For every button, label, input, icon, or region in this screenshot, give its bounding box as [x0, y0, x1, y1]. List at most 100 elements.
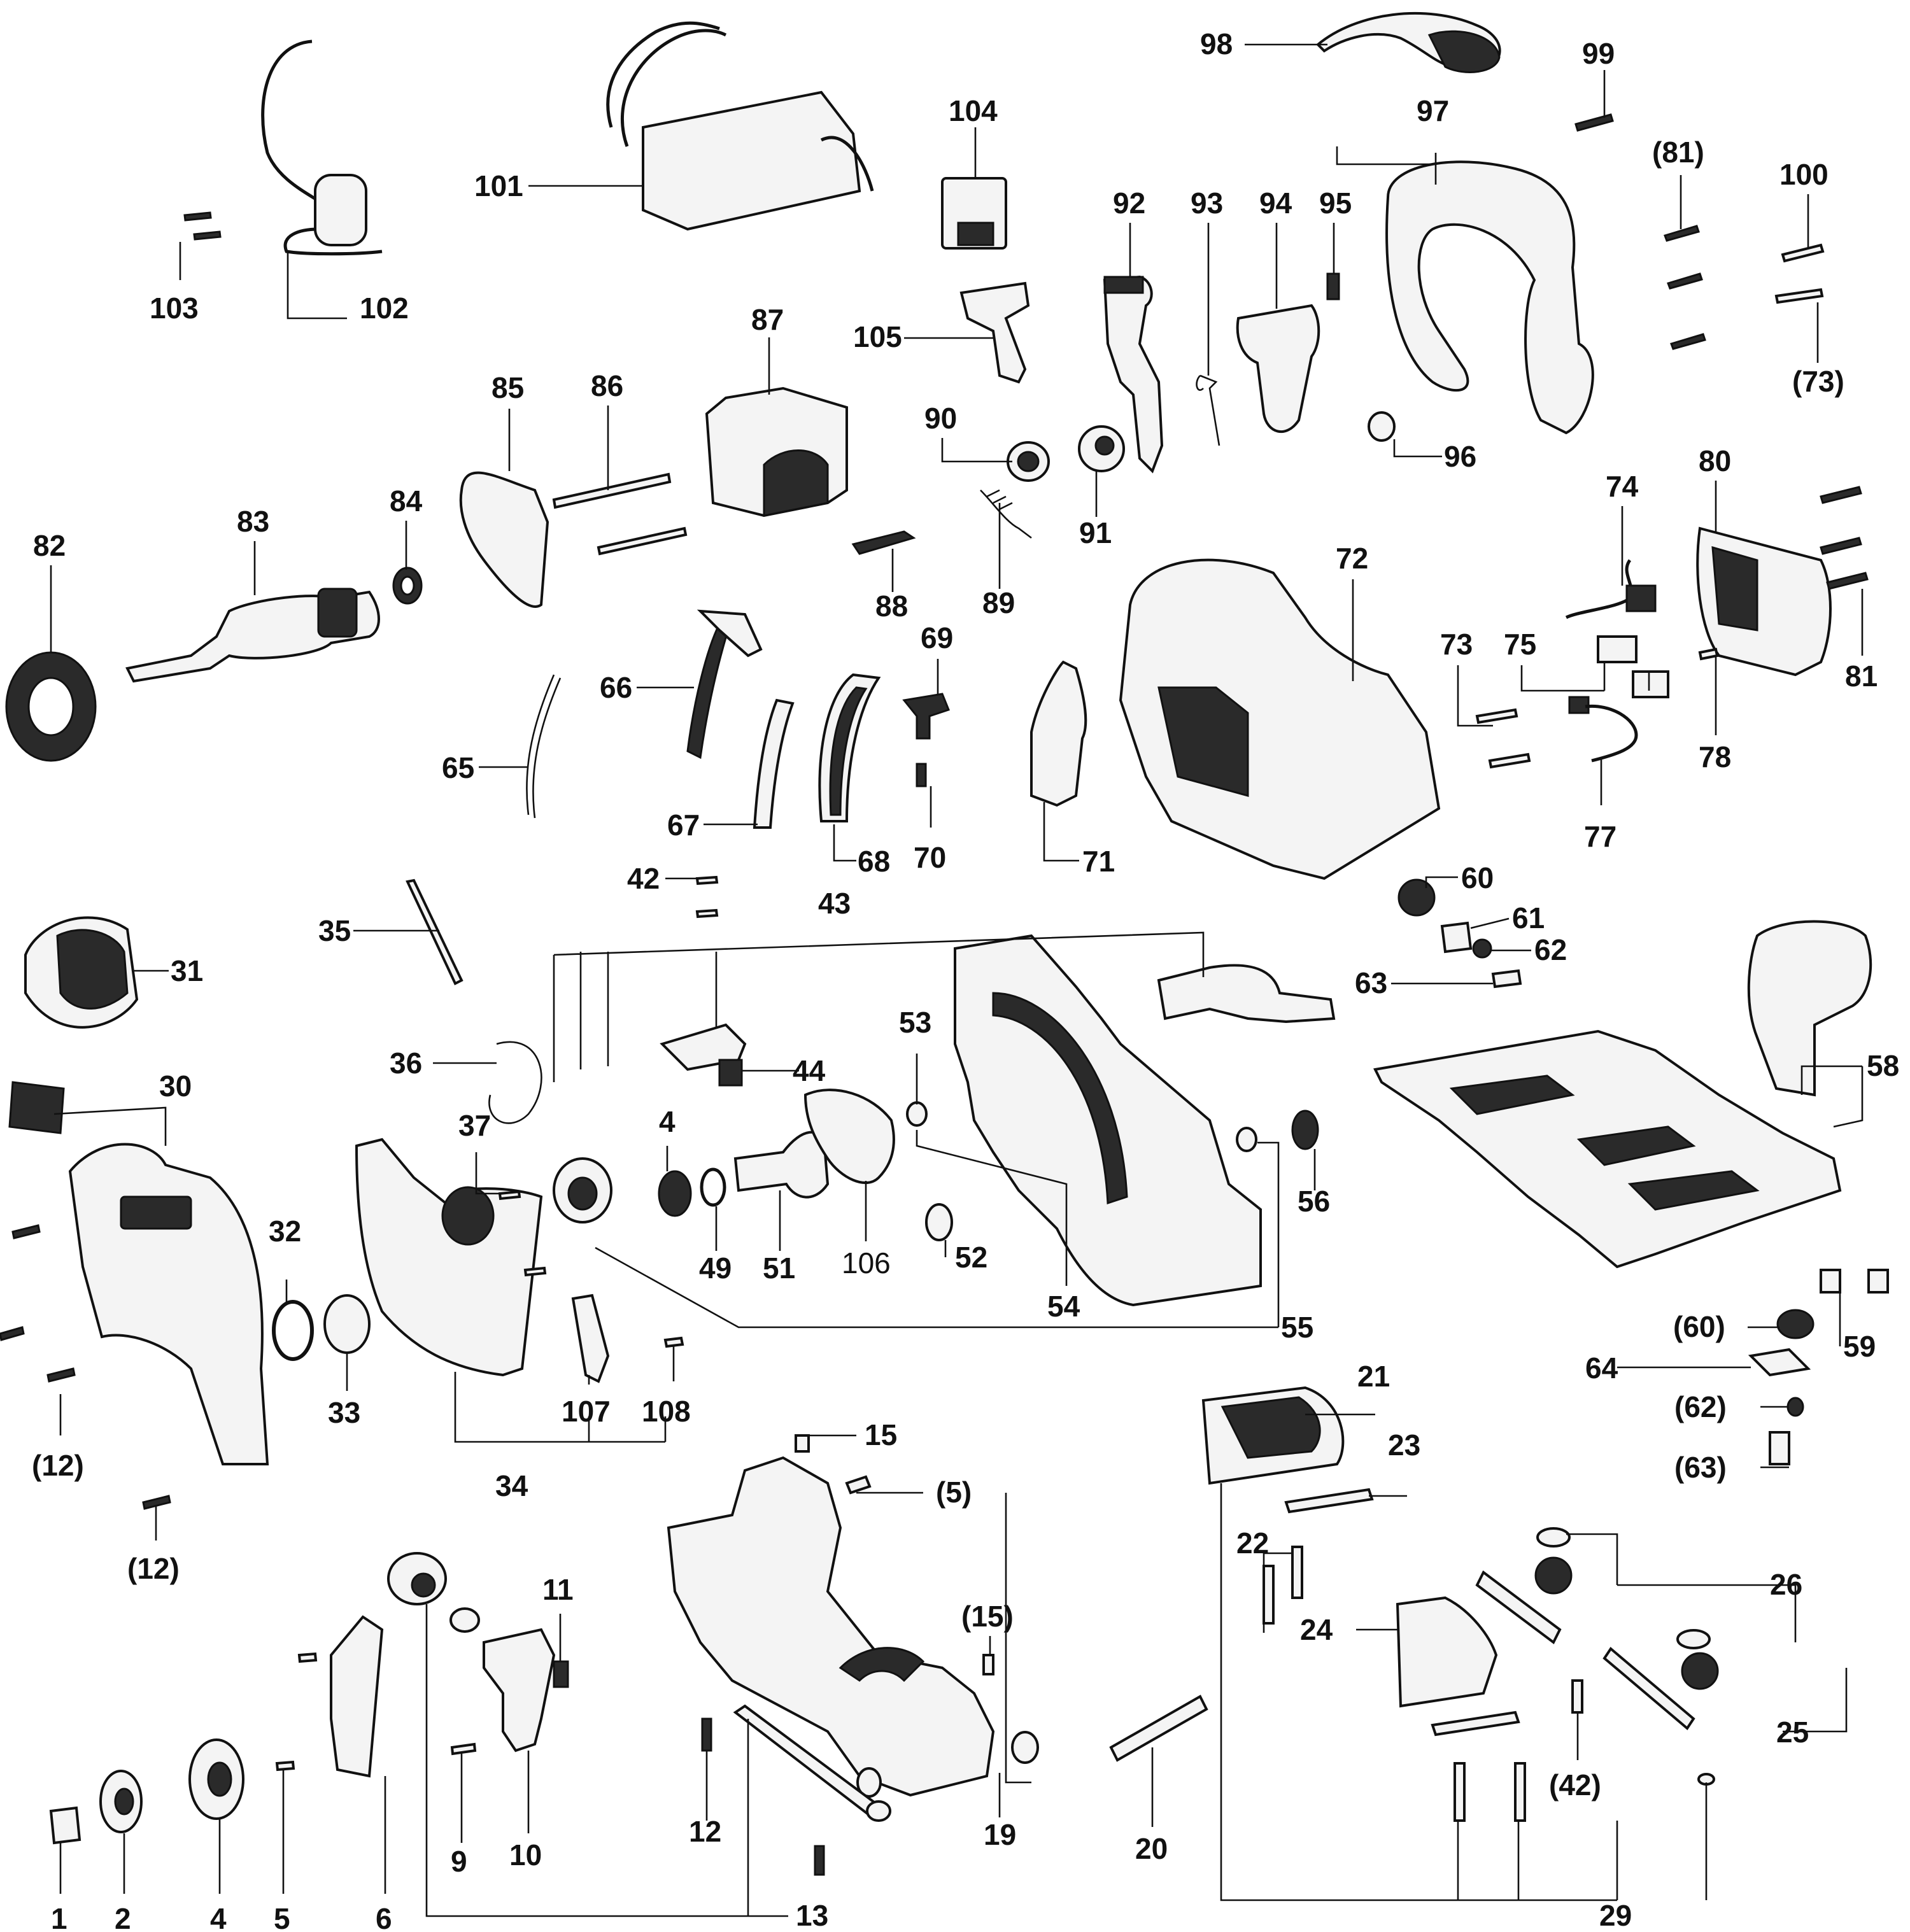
leader-25 [1783, 1668, 1848, 1733]
part-91-knob-hub [1094, 435, 1115, 456]
label-58: 58 [1867, 1049, 1899, 1082]
part-21-bracket-arc [1220, 1396, 1321, 1459]
part-42b-screw [1571, 1679, 1583, 1714]
label-60b: (60) [1673, 1310, 1725, 1343]
part-12c-screw [701, 1717, 712, 1752]
label-2: 2 [115, 1902, 131, 1932]
label-97: 97 [1417, 94, 1449, 127]
part-24-plate [1431, 1710, 1520, 1737]
part-53-bushing [906, 1101, 928, 1127]
leader-102 [286, 251, 347, 320]
label-80: 80 [1699, 444, 1731, 477]
label-63: 63 [1355, 966, 1387, 999]
leader-30 [53, 1106, 167, 1146]
part-82-gear-ring-bore [27, 677, 74, 737]
part-77-wire [1585, 704, 1638, 763]
label-53: 53 [899, 1006, 931, 1039]
leader-73 [1457, 665, 1493, 727]
part-63b-bolt [1769, 1431, 1790, 1465]
label-59: 59 [1843, 1330, 1876, 1363]
part-90-bearing-holder-inner [1017, 451, 1040, 472]
label-82: 82 [33, 529, 66, 562]
part-main-base-arc [838, 1647, 925, 1682]
label-54: 54 [1047, 1290, 1080, 1323]
label-13: 13 [796, 1899, 828, 1932]
part-2-washer-hub [114, 1787, 134, 1816]
label-30: 30 [159, 1069, 192, 1103]
part-43-pivot [660, 1023, 747, 1071]
part-72-motor-housing [1119, 558, 1441, 880]
part-10-bevel-lever [483, 1628, 556, 1752]
label-102: 102 [360, 292, 409, 325]
part-95-pin [1326, 272, 1340, 300]
label-12a: (12) [32, 1449, 84, 1482]
part-102-cable [261, 39, 383, 256]
leader-lines [50, 43, 1864, 1917]
part-87-field-core [763, 449, 829, 517]
part-42-screw-a [695, 875, 719, 885]
part-60b-knob [1776, 1309, 1815, 1339]
part-59-screw-b [1867, 1269, 1889, 1294]
part-43-lever [1157, 964, 1336, 1024]
label-65: 65 [442, 751, 474, 784]
label-52: 52 [955, 1241, 987, 1274]
part-107-spring-plate [571, 1294, 610, 1383]
label-4a: 4 [659, 1105, 676, 1138]
part-26-washer-b [1676, 1629, 1711, 1649]
leader-5b [856, 1491, 1031, 1784]
part-15b-screw [982, 1654, 994, 1675]
leader-90 [941, 438, 1012, 463]
part-88-slide [851, 530, 916, 555]
label-6: 6 [376, 1902, 392, 1932]
label-89: 89 [982, 586, 1015, 619]
part-26-guide-rail-b [1602, 1647, 1695, 1730]
label-32: 32 [269, 1215, 301, 1248]
label-62b: (62) [1674, 1390, 1727, 1423]
label-91: 91 [1079, 516, 1112, 549]
label-43: 43 [818, 887, 851, 920]
label-106: 106 [842, 1246, 891, 1280]
part-13-knob-center [411, 1572, 436, 1598]
label-19: 19 [984, 1818, 1016, 1851]
part-33-bushing [323, 1294, 371, 1354]
label-44: 44 [793, 1054, 826, 1087]
part-1-blade-bolt [49, 1806, 81, 1845]
label-61: 61 [1512, 901, 1545, 934]
part-80-cover-recess [1711, 546, 1758, 631]
label-56: 56 [1298, 1185, 1330, 1218]
part-93-spring [1196, 374, 1220, 446]
label-70: 70 [914, 841, 946, 874]
part-92-lever-pad [1103, 276, 1144, 294]
part-72-housing-window [1157, 686, 1249, 797]
label-51: 51 [763, 1252, 795, 1285]
leader-71 [1043, 802, 1079, 862]
part-97-handle-half [1385, 160, 1594, 435]
part-26-washer-a [1536, 1527, 1571, 1548]
part-94-trigger [1236, 304, 1320, 434]
label-62: 62 [1534, 933, 1567, 966]
label-67: 67 [667, 808, 700, 842]
part-37b-screw [523, 1266, 547, 1277]
part-58-handle-knob [1747, 920, 1872, 1097]
part-68-brush-bristles [829, 686, 868, 816]
part-66-seal-strip [686, 623, 730, 759]
part-70-spring [916, 763, 927, 787]
part-29-screw-a [1454, 1762, 1466, 1822]
part-9-screw [450, 1742, 477, 1756]
part-81b-screw-b [1820, 537, 1862, 555]
part-81b-screw-a [1820, 486, 1862, 504]
label-21: 21 [1357, 1360, 1390, 1393]
part-52-washer [925, 1203, 953, 1241]
part-60-knob [1397, 878, 1436, 917]
label-25: 25 [1776, 1716, 1809, 1749]
label-107: 107 [562, 1395, 611, 1428]
part-30-label-plate [8, 1081, 65, 1134]
label-63b: (63) [1674, 1451, 1727, 1484]
part-51-spindle [733, 1131, 830, 1199]
part-73a-bolt [1774, 288, 1824, 304]
part-5-screw [275, 1760, 295, 1772]
label-84: 84 [390, 484, 423, 518]
part-54-gear-housing-arch [992, 992, 1128, 1205]
part-98-handle-cap-dark [1427, 30, 1501, 73]
